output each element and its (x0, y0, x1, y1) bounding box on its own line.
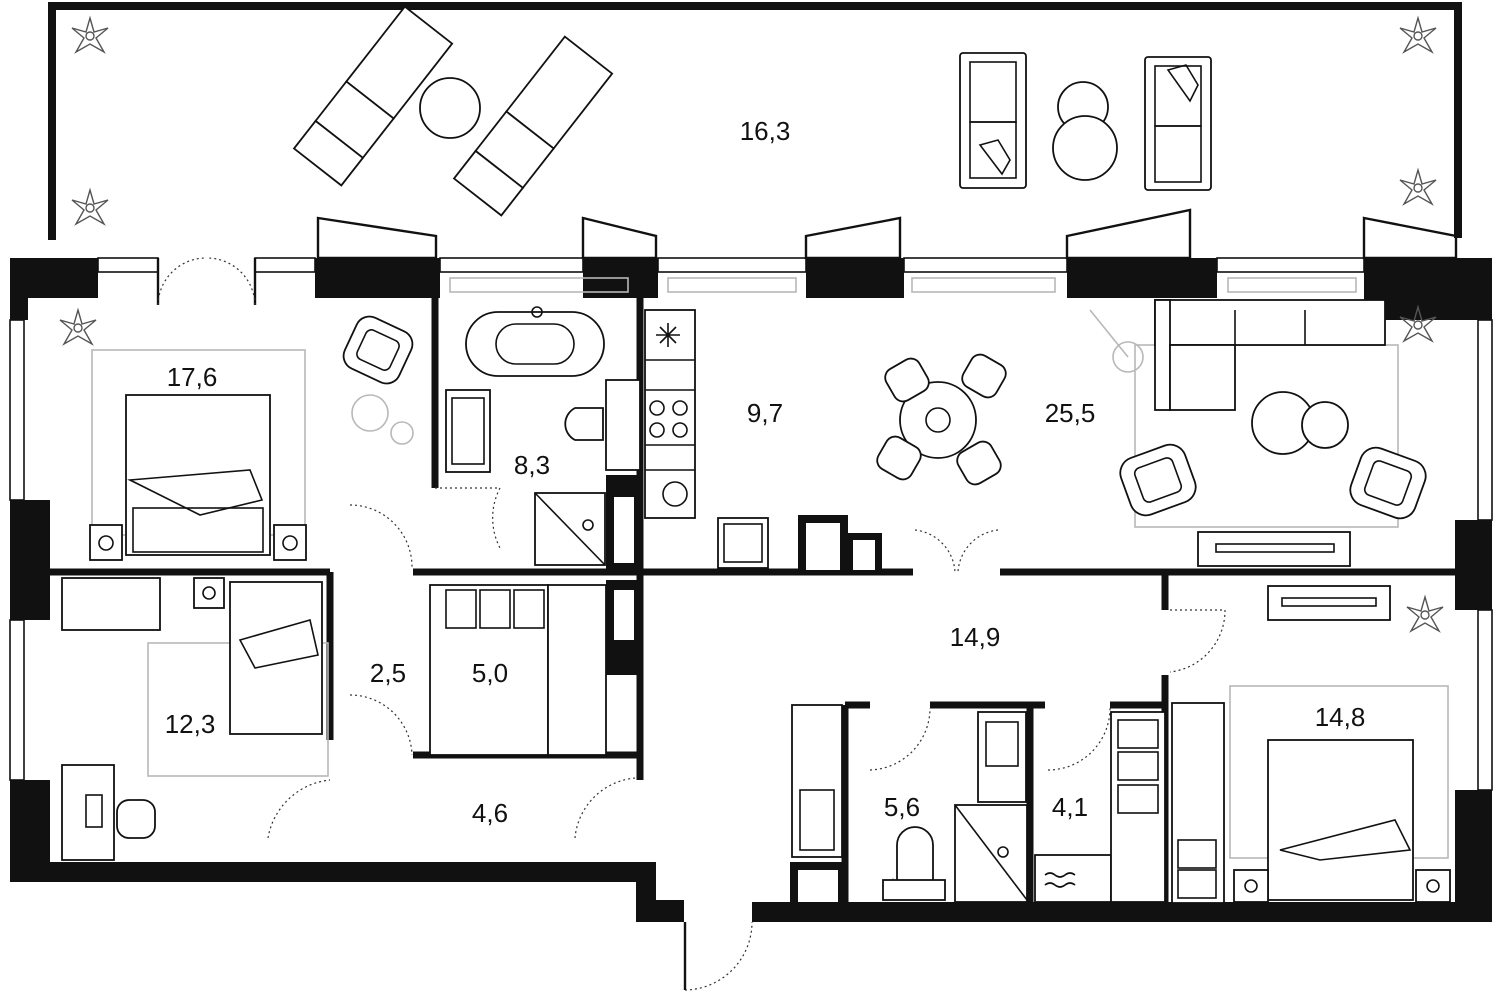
terrace-round-table-3 (1052, 115, 1118, 181)
bedroom-2-furniture (61, 577, 329, 861)
kitchen-fixtures (644, 277, 797, 569)
area-label-bedroom-1: 17,6 (167, 362, 218, 392)
bedroom-3-furniture (1171, 585, 1451, 904)
wardrobe-fixtures (429, 584, 607, 756)
area-label-wardrobe: 5,0 (472, 658, 508, 688)
bathroom-2-fixtures (791, 704, 1028, 903)
area-label-bedroom-2: 12,3 (165, 709, 216, 739)
area-label-corridor: 2,5 (370, 658, 406, 688)
plant-icons (59, 15, 1444, 901)
bedroom-1-furniture (89, 315, 414, 561)
laundry-fixtures (1034, 711, 1166, 903)
dining-table (876, 353, 1007, 486)
area-label-bedroom-3: 14,8 (1315, 702, 1366, 732)
area-label-laundry: 4,1 (1052, 792, 1088, 822)
area-label-hall: 14,9 (950, 622, 1001, 652)
bathroom-1-fixtures (445, 277, 641, 566)
interior-walls (28, 298, 1455, 902)
doors (156, 257, 1226, 991)
sun-lounger-left (292, 5, 454, 187)
area-label-entrance-hall: 4,6 (472, 798, 508, 828)
area-label-living-room: 25,5 (1045, 398, 1096, 428)
living-room-furniture (911, 277, 1427, 567)
terrace-daybed-right (1144, 56, 1212, 191)
terrace-round-table-1 (419, 77, 481, 139)
area-label-terrace: 16,3 (740, 116, 791, 146)
area-label-bathroom-1: 8,3 (514, 450, 550, 480)
area-label-bathroom-2: 5,6 (884, 792, 920, 822)
sun-lounger-right (452, 35, 614, 217)
terrace-outline (48, 2, 1462, 240)
exterior-walls (10, 258, 1492, 922)
terrace-daybed-left (959, 52, 1027, 189)
area-label-kitchen: 9,7 (747, 398, 783, 428)
area-labels: 16,3 17,6 8,3 9,7 25,5 14,9 12,3 2,5 5,0… (165, 116, 1366, 828)
